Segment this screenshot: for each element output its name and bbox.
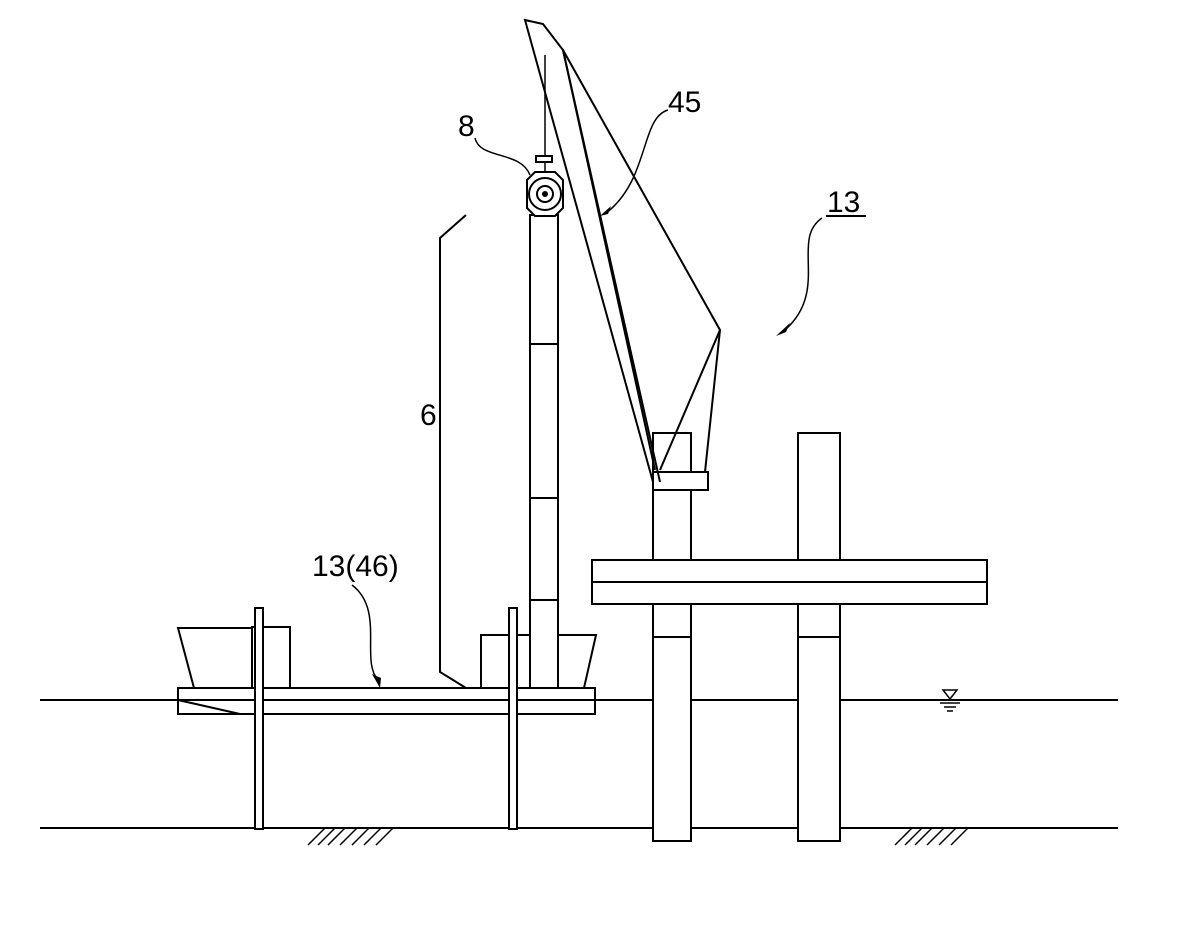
leader-vessel bbox=[785, 218, 822, 330]
pile bbox=[440, 215, 466, 688]
seabed-hatching-left bbox=[308, 828, 393, 845]
barge-spud-left bbox=[255, 608, 263, 829]
jackup-vessel bbox=[592, 433, 987, 841]
barge-spud-right bbox=[509, 608, 517, 829]
crane-base bbox=[653, 472, 708, 490]
left-hopper bbox=[178, 628, 252, 688]
leader-barge bbox=[352, 585, 378, 680]
label-pile: 6 bbox=[420, 399, 437, 432]
label-boom: 45 bbox=[668, 86, 701, 119]
leader-winch bbox=[475, 138, 530, 175]
label-winch: 8 bbox=[458, 110, 475, 143]
label-vessel: 13 bbox=[827, 186, 860, 219]
seabed-hatching-right bbox=[895, 828, 968, 845]
crane-mast bbox=[530, 215, 558, 688]
leader-boom bbox=[605, 110, 668, 214]
label-barge: 13(46) bbox=[312, 550, 399, 583]
